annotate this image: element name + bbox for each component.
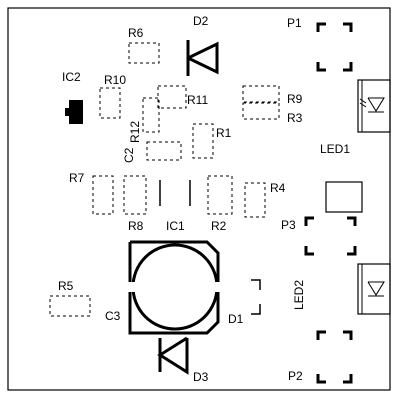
r4-label: R4 <box>270 181 286 195</box>
c2-label: C2 <box>122 147 136 163</box>
p3-label: P3 <box>281 218 296 232</box>
d2-diode-symbol <box>186 40 219 76</box>
r6-footprint <box>128 42 160 64</box>
r12-footprint <box>142 97 160 133</box>
ic2-label: IC2 <box>62 70 81 84</box>
r5-label: R5 <box>58 279 74 293</box>
r11-label: R11 <box>187 93 208 107</box>
ic2-footprint <box>65 100 83 124</box>
r8-footprint <box>123 175 147 215</box>
p2-label: P2 <box>288 369 303 383</box>
r4-footprint <box>244 182 266 218</box>
r9-label: R9 <box>287 92 303 106</box>
p1-connector <box>316 22 353 72</box>
board-outline <box>7 7 391 391</box>
r1-label: R1 <box>216 126 232 140</box>
c3-capacitor <box>128 240 222 335</box>
r9-footprint <box>242 85 280 103</box>
r3-label: R3 <box>287 111 303 125</box>
r7-label: R7 <box>69 171 85 185</box>
d3-diode-symbol <box>157 336 189 375</box>
ic1-label: IC1 <box>166 219 185 233</box>
d2-label: D2 <box>193 14 209 28</box>
led1-footprint <box>357 79 391 133</box>
led2-footprint <box>357 263 391 315</box>
r3-footprint <box>242 102 280 120</box>
r2-label: R2 <box>211 219 227 233</box>
p3-connector <box>304 216 357 256</box>
r11-footprint <box>157 85 187 109</box>
r5-footprint <box>49 295 91 317</box>
d1-label: D1 <box>228 312 244 326</box>
c3-label: C3 <box>105 309 121 323</box>
d1-footprint <box>251 279 261 315</box>
c2-footprint <box>146 141 182 161</box>
r1-footprint <box>192 123 214 159</box>
led1-label: LED1 <box>320 142 350 156</box>
r8-label: R8 <box>128 219 144 233</box>
r10-label: R10 <box>104 73 126 87</box>
p2-connector <box>316 330 353 384</box>
switch-outline <box>325 181 363 213</box>
r12-label: R12 <box>128 121 142 143</box>
p1-label: P1 <box>287 16 302 30</box>
led2-label: LED2 <box>292 280 306 310</box>
r2-footprint <box>207 175 233 215</box>
r10-footprint <box>99 87 121 119</box>
r6-label: R6 <box>128 26 144 40</box>
d3-label: D3 <box>193 370 209 384</box>
r7-footprint <box>92 175 114 215</box>
